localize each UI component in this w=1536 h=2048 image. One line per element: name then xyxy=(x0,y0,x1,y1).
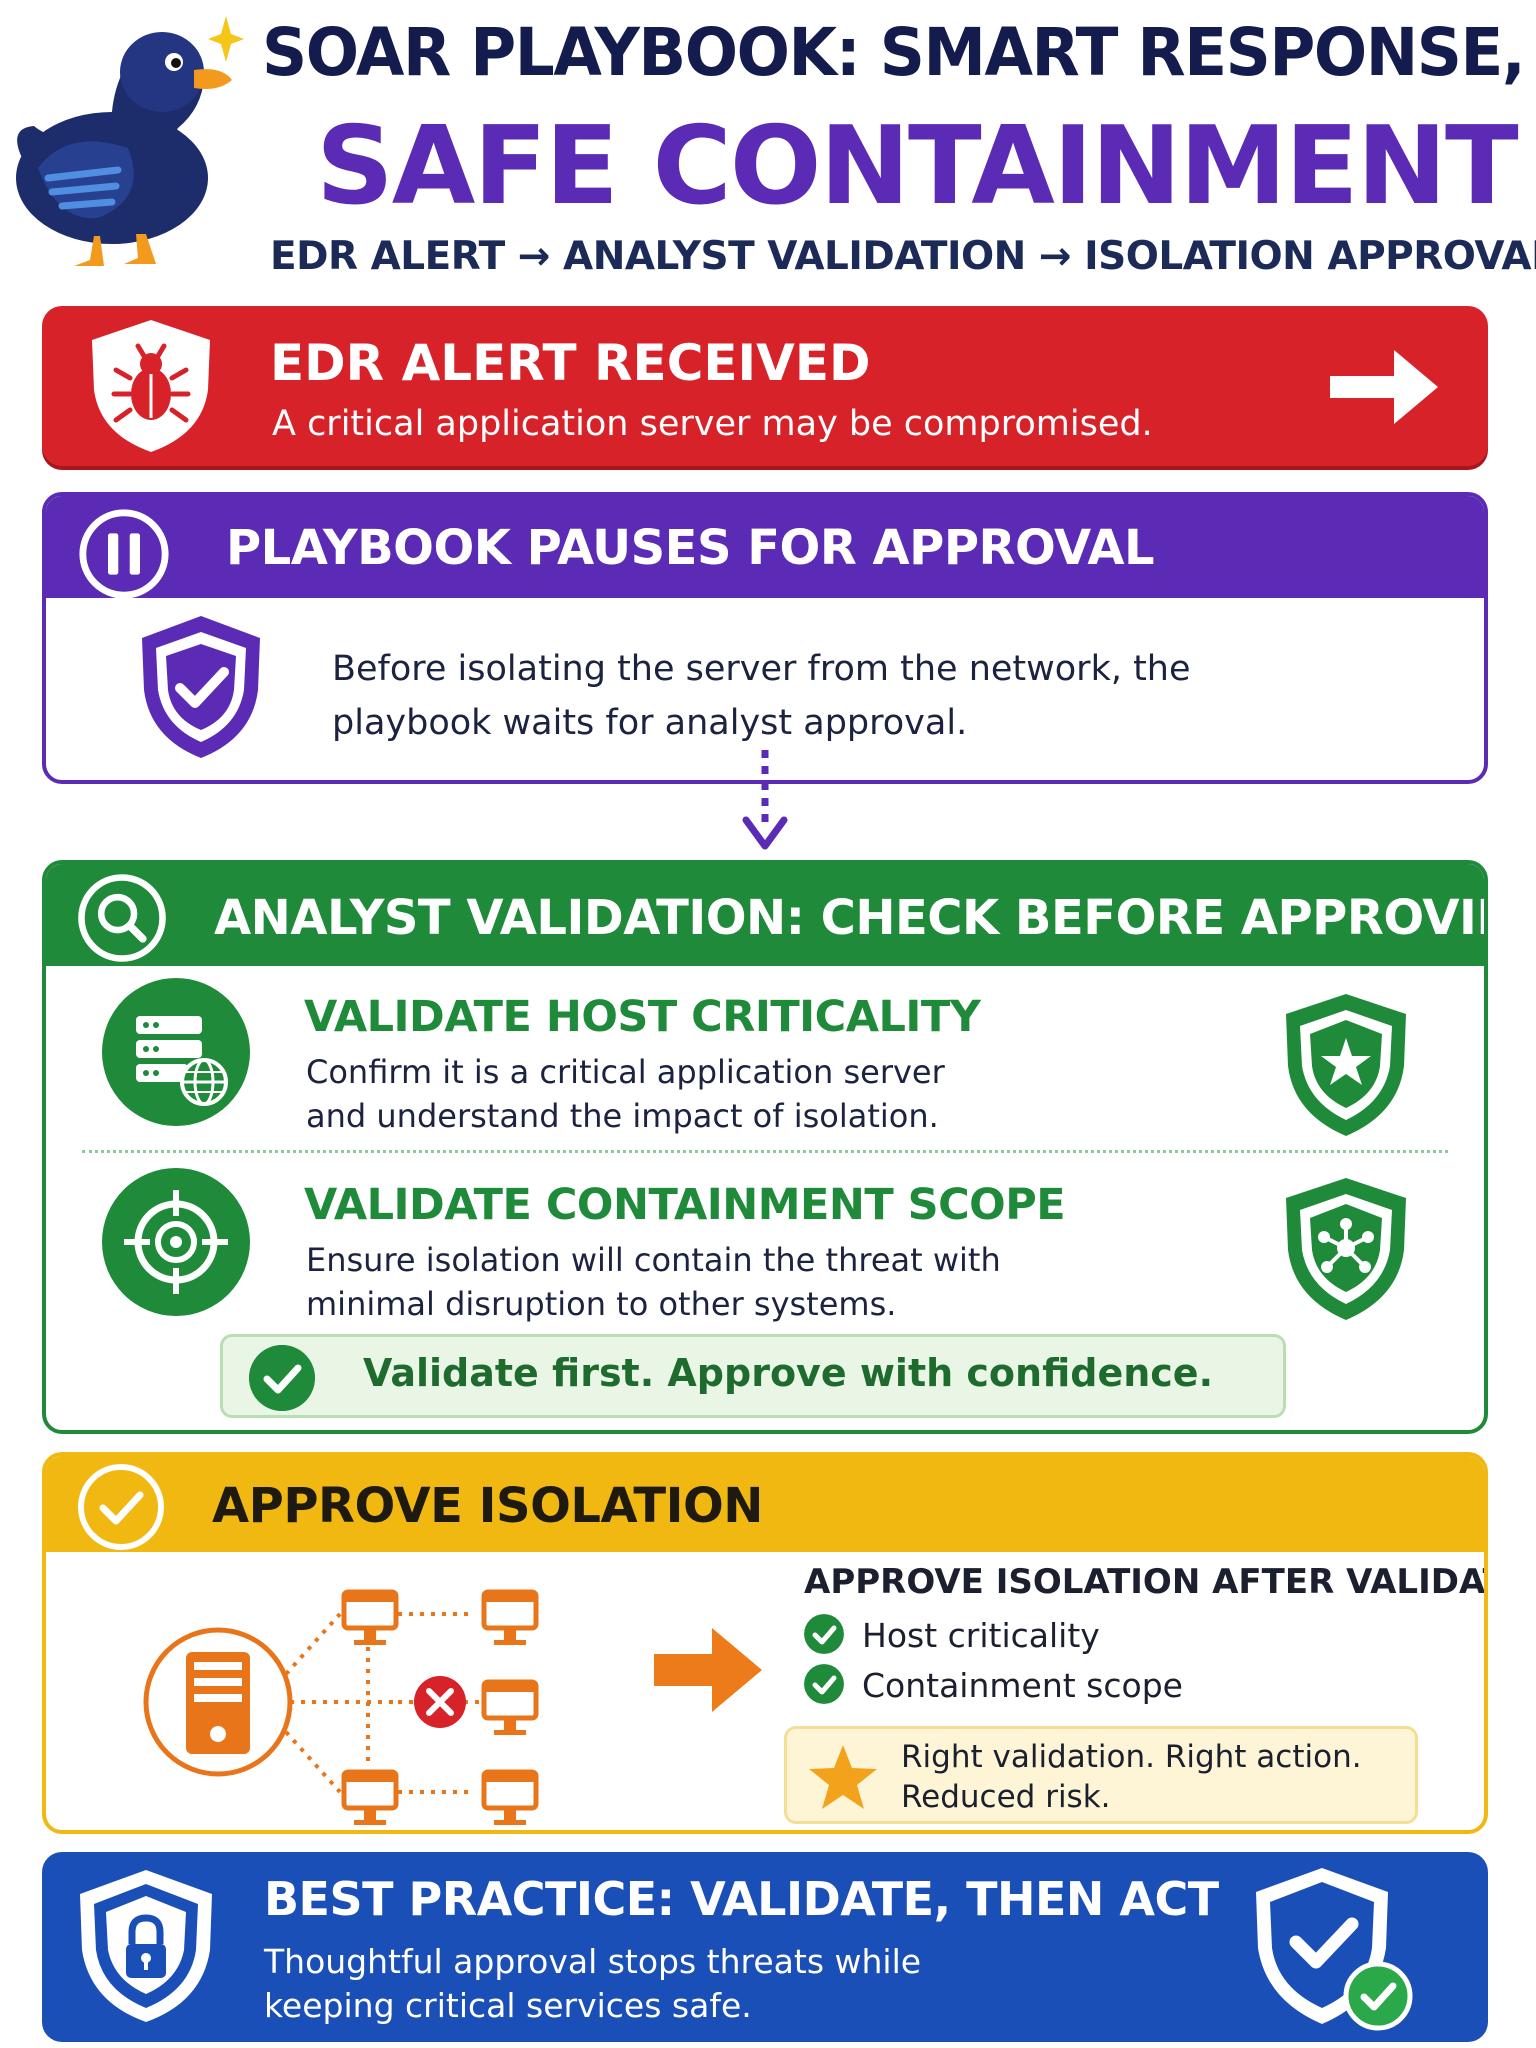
confidence-text: Validate first. Approve with confidence. xyxy=(363,1351,1214,1395)
edr-alert-banner: EDR ALERT RECEIVED A critical applicatio… xyxy=(42,306,1488,466)
validation-callout: Right validation. Right action. Reduced … xyxy=(784,1726,1418,1824)
page-title-line2: SAFE CONTAINMENT xyxy=(316,104,1519,229)
analyst-header: ANALYST VALIDATION: CHECK BEFORE APPROVI… xyxy=(46,864,1484,966)
analyst-validation-panel: ANALYST VALIDATION: CHECK BEFORE APPROVI… xyxy=(42,860,1488,1434)
dotted-down-arrow-icon xyxy=(742,750,788,850)
edr-alert-title: EDR ALERT RECEIVED xyxy=(270,334,871,392)
validate-host-title: VALIDATE HOST CRITICALITY xyxy=(304,992,981,1042)
pause-title: PLAYBOOK PAUSES FOR APPROVAL xyxy=(226,520,1155,576)
check-circle-icon xyxy=(249,1345,315,1411)
validate-scope-title: VALIDATE CONTAINMENT SCOPE xyxy=(304,1180,1066,1230)
pause-description: Before isolating the server from the net… xyxy=(332,642,1191,750)
approve-title: APPROVE ISOLATION xyxy=(212,1478,763,1534)
verified-shield-icon xyxy=(1256,1868,1413,2031)
check-circle-icon xyxy=(76,1462,166,1552)
pause-header: PLAYBOOK PAUSES FOR APPROVAL xyxy=(46,496,1484,599)
pause-icon xyxy=(79,509,169,599)
validate-host-line1: Confirm it is a critical application ser… xyxy=(306,1053,945,1091)
magnifier-icon xyxy=(78,874,166,962)
star-shield-icon xyxy=(1286,994,1406,1136)
confidence-callout: Validate first. Approve with confidence. xyxy=(220,1334,1286,1418)
server-globe-icon xyxy=(102,978,250,1126)
target-icon xyxy=(102,1168,250,1316)
checklist-title: APPROVE ISOLATION AFTER VALIDATING xyxy=(804,1562,1484,1602)
approve-header: APPROVE ISOLATION xyxy=(46,1456,1484,1552)
arrow-right-icon xyxy=(1330,350,1438,424)
star-icon xyxy=(809,1745,877,1809)
check-circle-icon xyxy=(804,1613,844,1654)
best-practice-title: BEST PRACTICE: VALIDATE, THEN ACT xyxy=(264,1872,1219,1926)
checklist-item: Containment scope xyxy=(804,1663,1183,1708)
lock-shield-icon xyxy=(80,1870,212,2022)
bug-shield-icon xyxy=(92,320,210,452)
flow-subtitle: EDR ALERT → ANALYST VALIDATION → ISOLATI… xyxy=(270,234,1536,279)
checklist-item-label: Containment scope xyxy=(862,1666,1183,1705)
validate-scope-line2: minimal disruption to other systems. xyxy=(306,1285,897,1323)
validate-host-line2: and understand the impact of isolation. xyxy=(306,1097,939,1135)
validate-scope-line1: Ensure isolation will contain the threat… xyxy=(306,1241,1001,1279)
best-practice-description: Thoughtful approval stops threats while … xyxy=(264,1942,922,2025)
analyst-title: ANALYST VALIDATION: CHECK BEFORE APPROVI… xyxy=(214,890,1488,946)
isolated-server-network-icon xyxy=(143,1589,539,1825)
check-shield-icon xyxy=(142,616,260,758)
callout-text: Right validation. Right action. Reduced … xyxy=(901,1739,1362,1815)
arrow-right-icon xyxy=(654,1628,762,1712)
playbook-pause-panel: PLAYBOOK PAUSES FOR APPROVAL Before isol… xyxy=(42,492,1488,784)
page-title-line1: SOAR PLAYBOOK: SMART RESPONSE, xyxy=(262,14,1526,91)
best-practice-banner: BEST PRACTICE: VALIDATE, THEN ACT Though… xyxy=(42,1852,1488,2042)
validate-host-description: Confirm it is a critical application ser… xyxy=(306,1050,945,1138)
checklist-item-label: Host criticality xyxy=(862,1616,1100,1655)
approve-isolation-panel: APPROVE ISOLATION xyxy=(42,1452,1488,1834)
edr-alert-description: A critical application server may be com… xyxy=(272,404,1153,444)
checklist-item: Host criticality xyxy=(804,1613,1100,1658)
check-circle-icon xyxy=(804,1663,844,1704)
duck-mascot-icon xyxy=(16,16,244,266)
validate-scope-description: Ensure isolation will contain the threat… xyxy=(306,1238,1001,1326)
pause-description-line2: playbook waits for analyst approval. xyxy=(332,703,968,743)
item-divider xyxy=(82,1150,1448,1153)
pause-description-line1: Before isolating the server from the net… xyxy=(332,649,1191,689)
network-shield-icon xyxy=(1286,1178,1406,1320)
